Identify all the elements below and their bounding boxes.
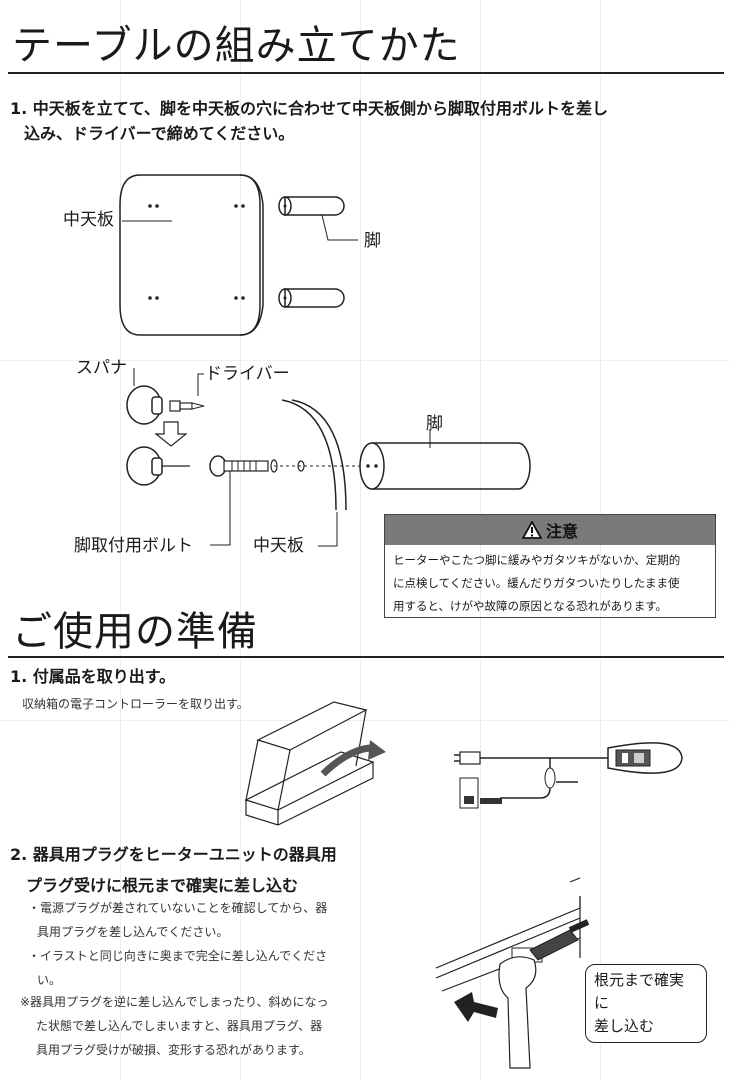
label-driver: ドライバー [205,364,290,384]
caution-header: 注意 [385,515,715,545]
caution-box: 注意 ヒーターやこたつ脚に緩みやガタツキがないか、定期的 に点検してください。緩… [384,514,716,618]
grid-line [360,0,361,1080]
board-leg-diagram [119,174,358,336]
caution-text: 用すると、けがや故障の原因となる恐れがあります。 [393,599,668,613]
label-leg: 脚 [364,231,381,251]
note-text: 具用プラグ受けが破損、変形する恐れがあります。 [36,1043,311,1057]
caution-body: ヒーターやこたつ脚に緩みやガタツキがないか、定期的 に点検してください。緩んだり… [385,545,715,622]
controller-illustration [454,742,683,809]
assembly-step-1: 1. 中天板を立てて、脚を中天板の穴に合わせて中天板側から脚取付用ボルトを差し … [10,96,725,146]
warning-icon [521,521,542,539]
insertion-callout: 根元まで確実に 差し込む [585,964,707,1043]
bullet-text: ・イラストと同じ向きに奥まで完全に差し込んでくださ [28,949,328,963]
caution-text: ヒーターやこたつ脚に緩みやガタツキがないか、定期的 [393,553,681,567]
label-middle-board: 中天板 [63,210,114,230]
caution-heading: 注意 [545,522,578,541]
callout-text: 根元まで確実に [594,971,685,1012]
plug-insertion-illustration [435,877,590,1069]
prep-step-1-heading: 1. 付属品を取り出す。 [10,667,176,686]
grid-line [0,360,729,361]
title-rule [8,72,724,74]
callout-text: 差し込む [594,1017,655,1035]
preparation-title: ご使用の準備 [12,609,258,655]
grid-line [120,0,121,1080]
label-spanner: スパナ [76,358,127,378]
bullet-text: 具用プラグを差し込んでください。 [37,925,229,939]
label-middle-board-bottom: 中天板 [253,536,304,556]
label-bolt: 脚取付用ボルト [74,536,193,556]
bullet-text: い。 [37,973,62,987]
caution-text: に点検してください。緩んだりガタついたりしたまま使 [393,576,680,590]
bullet-text: ・電源プラグが差されていないことを確認してから、器 [28,901,328,915]
storage-box-illustration [244,701,386,826]
step-text: 1. 中天板を立てて、脚を中天板の穴に合わせて中天板側から脚取付用ボルトを差し [10,99,608,118]
step-text: 2. 器具用プラグをヒーターユニットの器具用 [10,845,337,864]
label-leg-bottom: 脚 [426,414,443,434]
step-text: プラグ受けに根元まで確実に差し込む [26,876,299,895]
prep-step-2: 2. 器具用プラグをヒーターユニットの器具用 プラグ受けに根元まで確実に差し込む [10,842,337,898]
title-rule [8,656,724,658]
prep-step-2-bullets: ・電源プラグが差されていないことを確認してから、器 具用プラグを差し込んでくださ… [28,896,358,992]
note-text: た状態で差し込んでしまいますと、器具用プラグ、器 [36,1019,323,1033]
note-text: ※器具用プラグを逆に差し込んでしまったり、斜めになっ [20,995,329,1009]
grid-line [240,0,241,1080]
bolt-assembly-diagram [126,368,531,547]
assembly-title: テーブルの組み立てかた [12,23,461,69]
prep-step-1-desc: 収納箱の電子コントローラーを取り出す。 [22,697,249,711]
step-text: 込み、ドライバーで締めてください。 [24,124,295,143]
prep-step-2-note: ※器具用プラグを逆に差し込んでしまったり、斜めになっ た状態で差し込んでしまいま… [20,990,355,1062]
